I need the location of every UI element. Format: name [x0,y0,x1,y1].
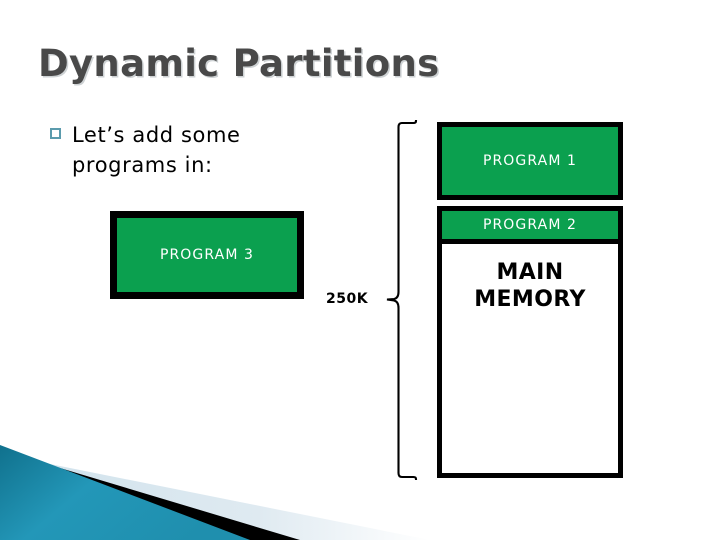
memory-size-label: 250K [326,291,369,307]
corner-teal-triangle [0,445,250,540]
corner-decoration-graphic [0,445,430,540]
page-title: Dynamic Partitions [38,42,440,85]
hollow-square-bullet-icon [50,128,61,139]
bullet-item-text: Let’s add some programs in: [72,123,241,177]
main-memory-region: MAIN MEMORY [437,244,623,478]
bullet-list: Let’s add some programs in: [50,121,350,181]
memory-block-program-1-label: PROGRAM 1 [482,153,578,169]
standalone-block-program-3: PROGRAM 3 [110,211,304,299]
main-memory-label-line-1: MAIN [496,260,564,285]
memory-block-program-2: PROGRAM 2 [437,206,623,244]
corner-pale-wedge [0,454,430,540]
memory-block-program-2-label: PROGRAM 2 [482,217,578,233]
main-memory-label-line-2: MEMORY [474,286,586,312]
standalone-block-program-3-label: PROGRAM 3 [159,247,255,263]
memory-block-program-1: PROGRAM 1 [437,122,623,200]
corner-black-wedge [0,450,300,540]
main-memory-label: MAIN MEMORY [442,260,618,314]
memory-span-brace-icon [386,119,418,481]
